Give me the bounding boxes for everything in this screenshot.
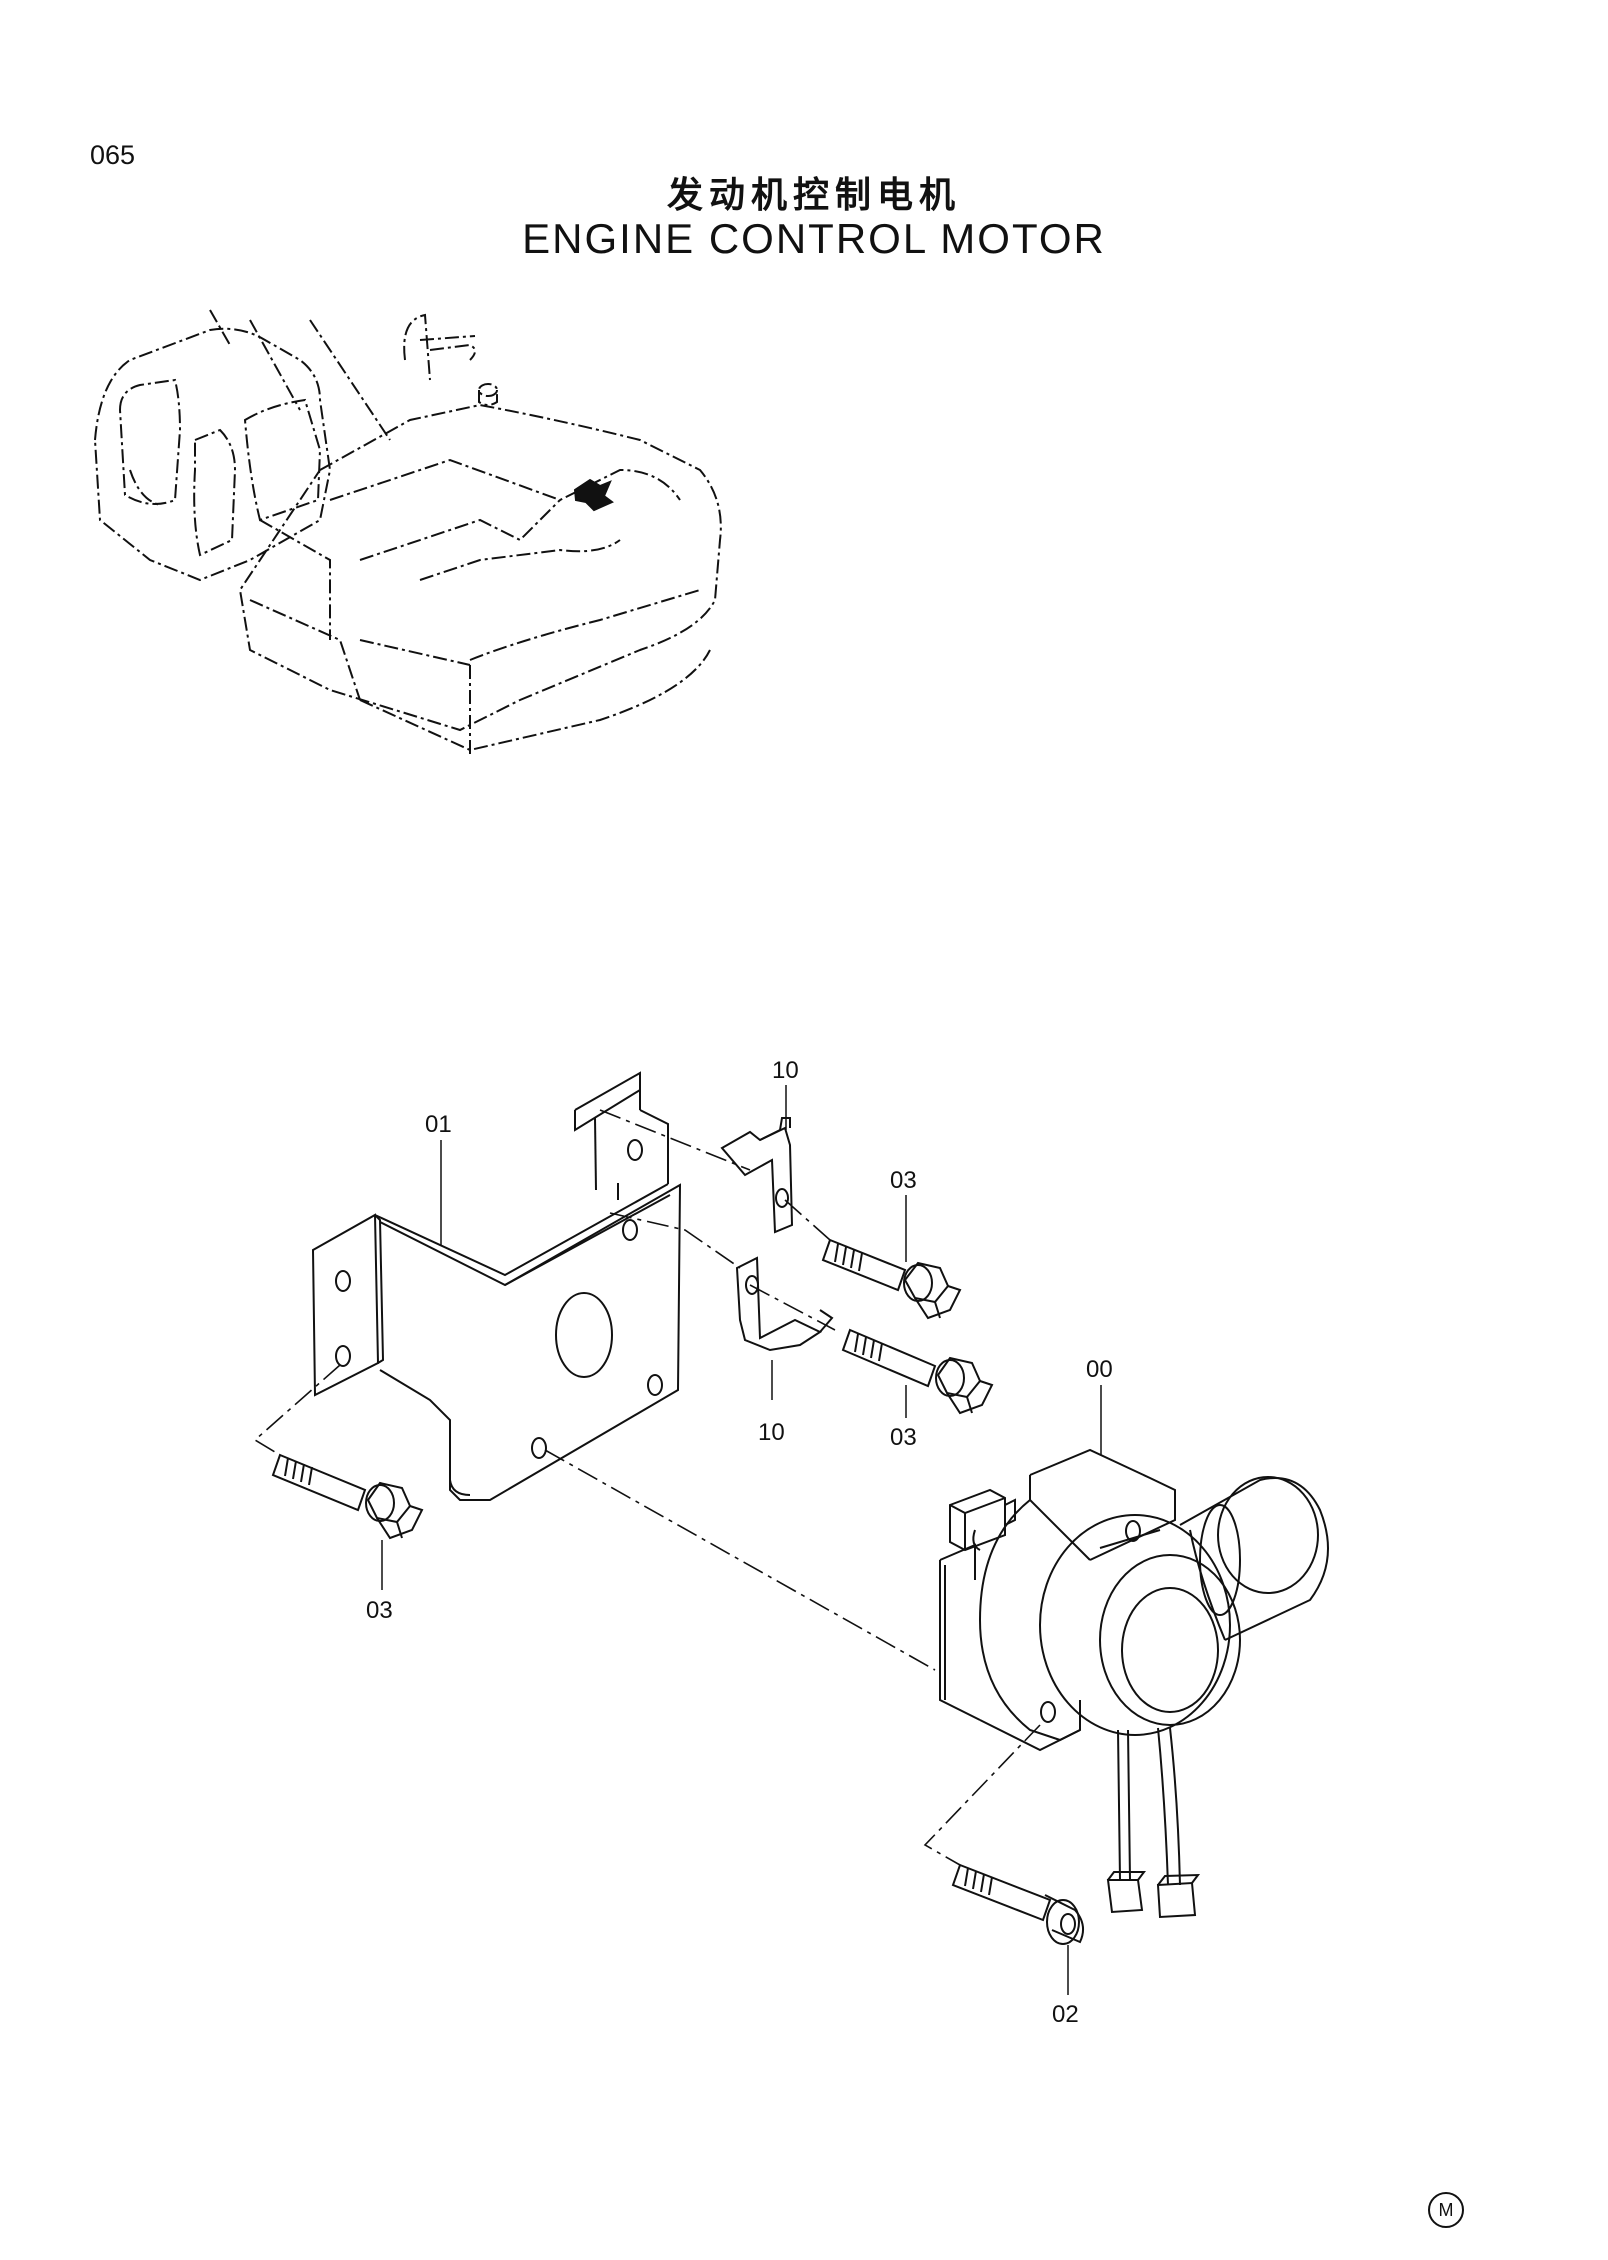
hex-bolt-03-left <box>271 1453 424 1540</box>
mounting-bracket-01 <box>311 1071 682 1501</box>
component-location-marker <box>573 478 614 512</box>
clip-10-lower <box>735 1256 834 1352</box>
socket-bolt-02 <box>951 1863 1085 1945</box>
page-number: 065 <box>90 140 136 170</box>
callout-leader-lines <box>381 1085 1102 1995</box>
diagram-title-chinese: 发动机控制电机 <box>666 175 961 216</box>
clip-10-upper <box>720 1117 794 1234</box>
callout-03-upper: 03 <box>890 1167 917 1194</box>
callout-01: 01 <box>425 1111 452 1138</box>
excavator-overview-illustration <box>93 309 722 755</box>
callout-10-lower: 10 <box>758 1419 785 1446</box>
diagram-title-english: ENGINE CONTROL MOTOR <box>522 215 1106 262</box>
callout-00: 00 <box>1086 1356 1113 1383</box>
callout-02: 02 <box>1052 2001 1079 2028</box>
callout-10-upper: 10 <box>772 1057 799 1084</box>
hex-bolt-03-upper <box>821 1238 962 1320</box>
hex-bolt-03-middle <box>841 1328 994 1415</box>
manufacturer-mark: M <box>1428 2192 1464 2228</box>
assembly-guide-lines <box>253 1109 1041 1866</box>
callout-03-left: 03 <box>366 1597 393 1624</box>
callout-03-middle: 03 <box>890 1424 917 1451</box>
engine-control-motor-00 <box>939 1448 1329 1919</box>
